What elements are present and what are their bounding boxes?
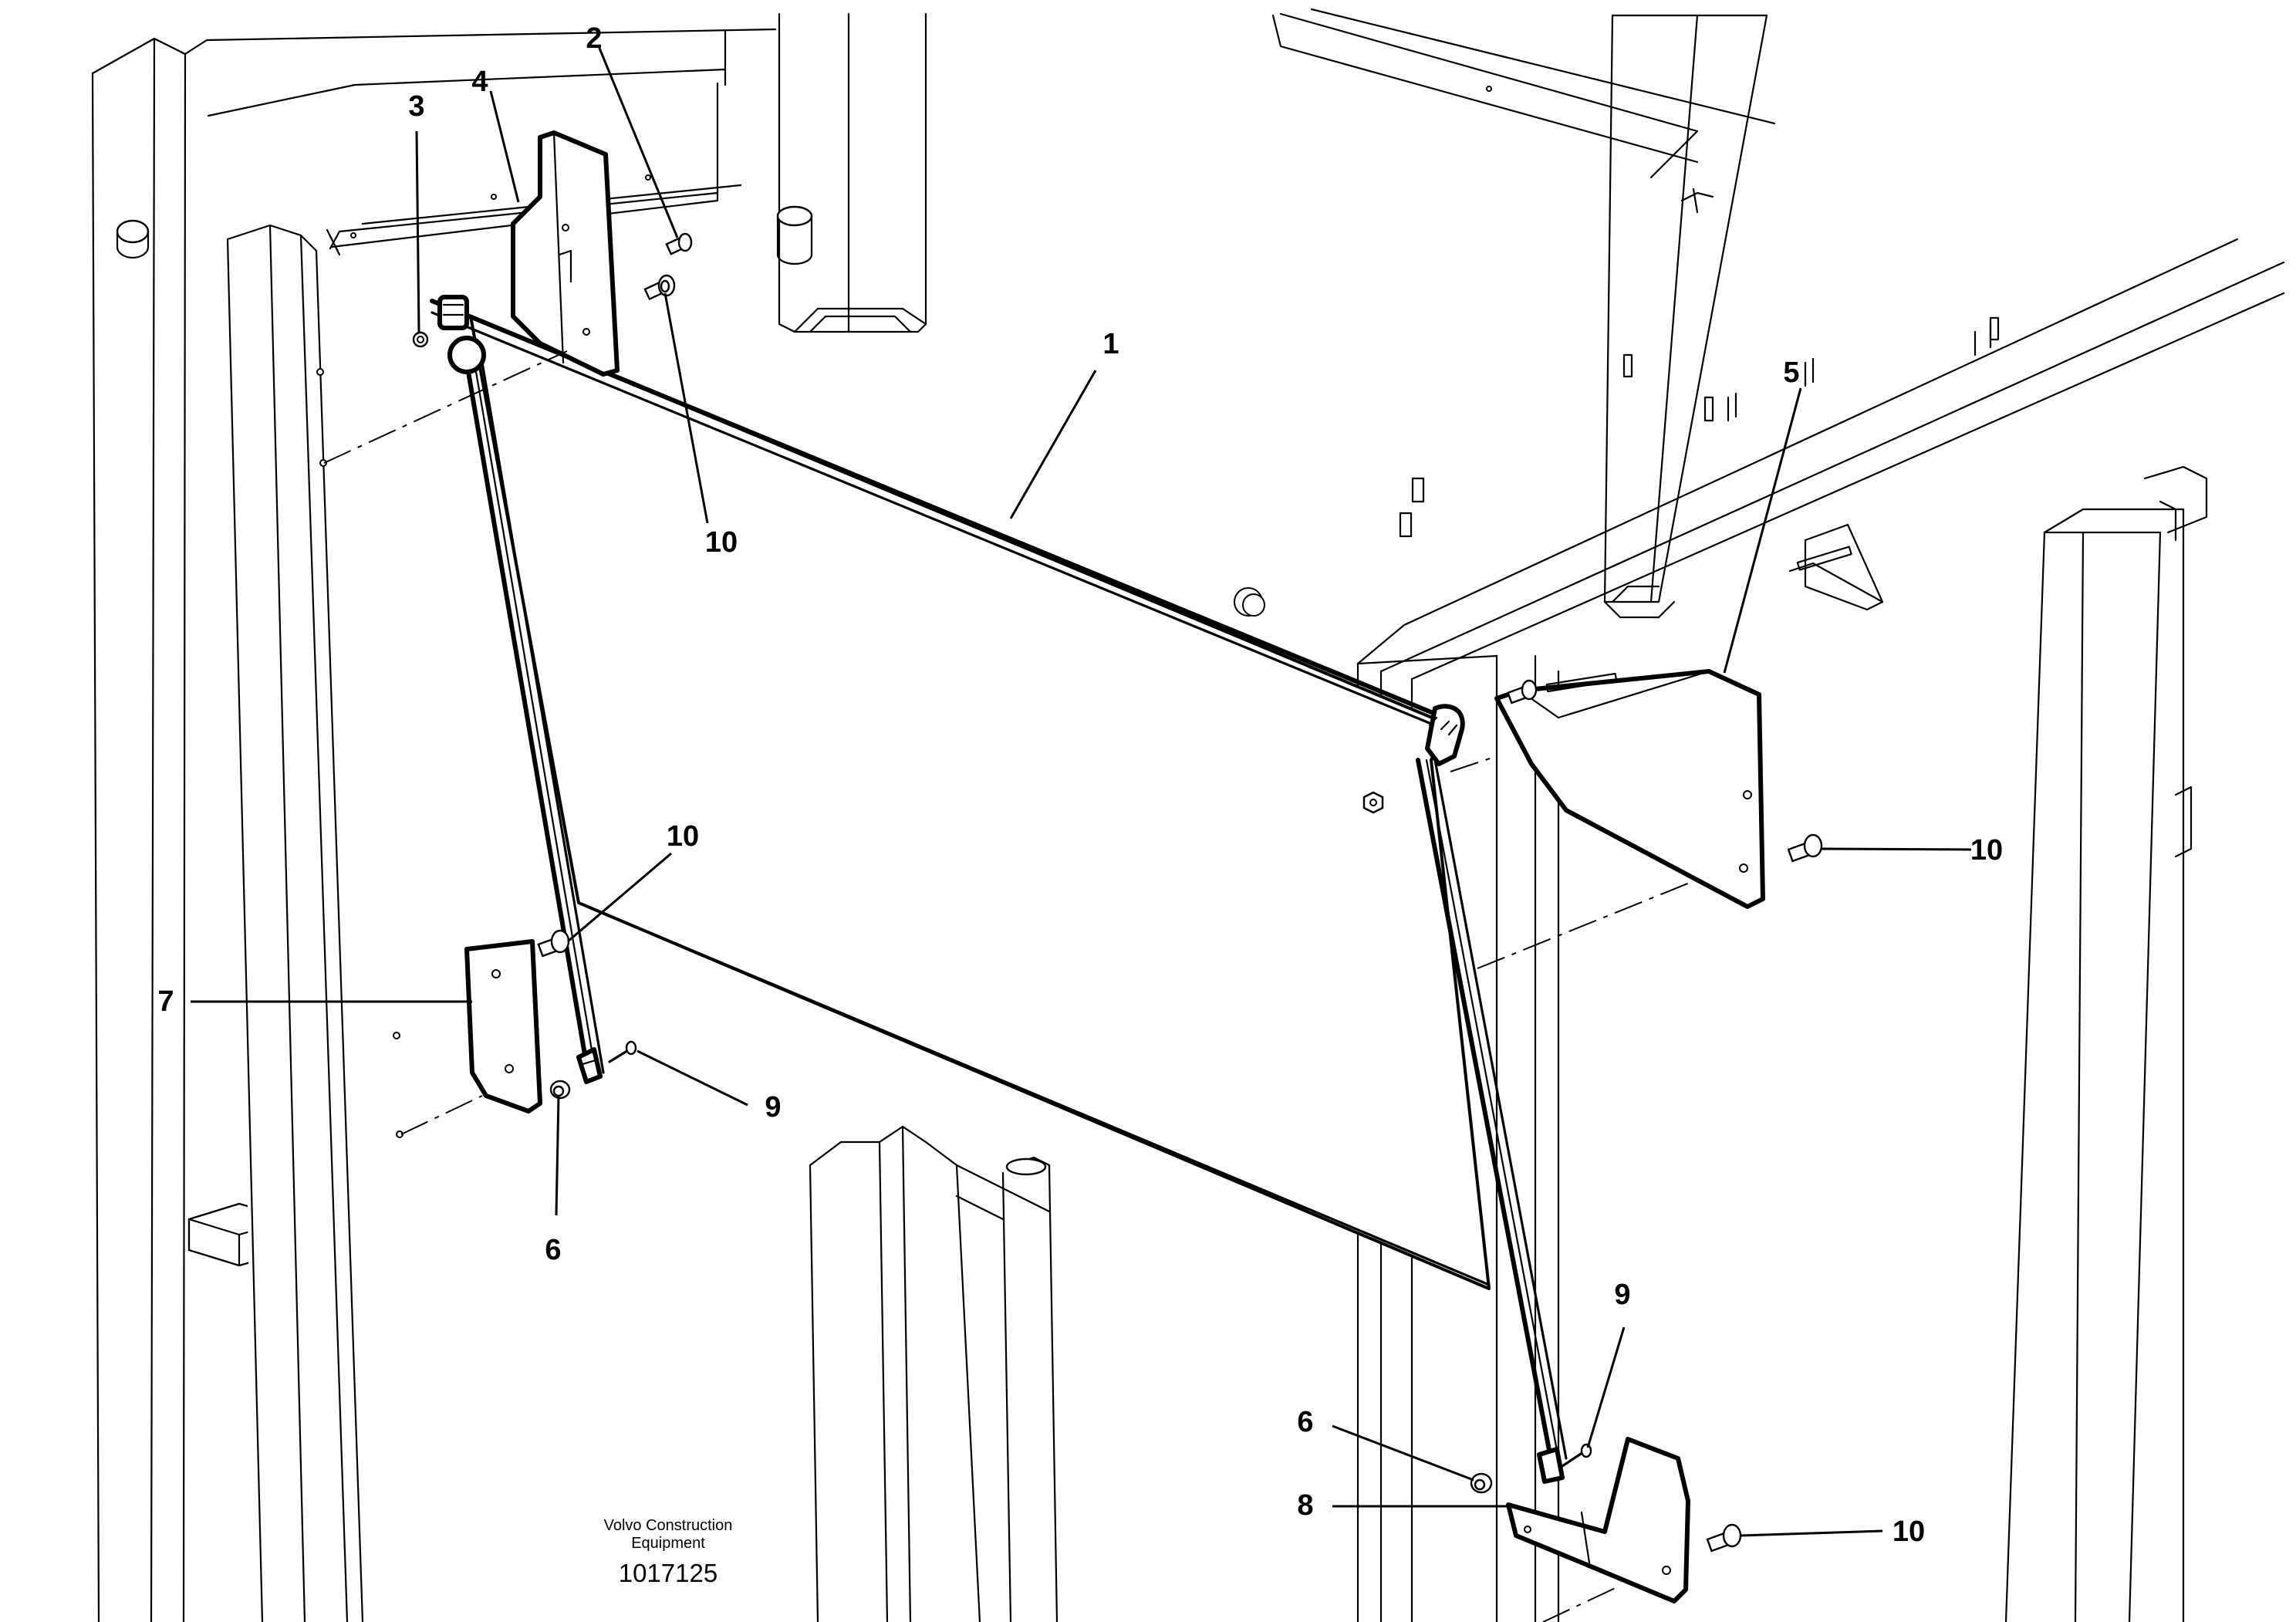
post-stud [116, 219, 150, 244]
callout-10-right: 10 [1970, 834, 2003, 867]
drawing-number: 1017125 [619, 1559, 718, 1587]
bolt-2 [665, 232, 693, 255]
nut-6-left [549, 1080, 571, 1100]
bolt-10-upper-right [1507, 679, 1538, 705]
callout-3: 3 [408, 90, 424, 123]
bracket-5 [1494, 523, 1884, 909]
pipe-end [1005, 1157, 1047, 1176]
center-lines [323, 350, 1698, 1622]
pillar-stud [776, 205, 813, 227]
callout-10-left: 10 [667, 820, 699, 853]
bracket-8 [1506, 1437, 1690, 1603]
callout-8: 8 [1297, 1489, 1313, 1522]
callout-labels: 1 2 3 4 10 5 10 10 7 9 6 9 6 8 10 [157, 22, 2003, 1548]
nut-6-right [1470, 1472, 1493, 1494]
top-left-fittings [412, 295, 486, 374]
screw-9-left [608, 1040, 637, 1063]
bolt-10-upper-left [643, 274, 676, 301]
drawing-caption: Volvo Construction Equipment 1017125 [604, 1517, 733, 1587]
bolt-10-left [537, 929, 570, 958]
roof-studs [1399, 316, 2000, 538]
callout-6-left: 6 [545, 1234, 561, 1266]
leader-lines [191, 46, 1972, 1537]
caption-company-line2: Equipment [631, 1535, 705, 1552]
bracket-4 [511, 130, 620, 377]
callout-1: 1 [1102, 328, 1119, 360]
callout-6-right: 6 [1297, 1406, 1313, 1438]
left-front-post [226, 224, 403, 1622]
nut-panel-right [1362, 791, 1384, 814]
callout-7: 7 [157, 985, 174, 1018]
callout-5: 5 [1783, 357, 1799, 389]
bracket-7 [464, 939, 603, 1113]
callout-10-upper-left: 10 [705, 526, 738, 559]
sun-screen-panel [430, 299, 1491, 1290]
callout-10-lower-right: 10 [1893, 1516, 1925, 1548]
bolt-10-right [1787, 833, 1823, 863]
callout-2: 2 [586, 22, 602, 55]
callout-4: 4 [471, 66, 488, 98]
bolt-10-lower-right [1706, 1523, 1742, 1553]
callout-9-left: 9 [765, 1091, 781, 1124]
callout-9-right: 9 [1614, 1279, 1630, 1311]
caption-company-line1: Volvo Construction [604, 1517, 733, 1534]
fasteners [537, 232, 1823, 1553]
guide-rail-left [464, 360, 605, 1075]
guide-rail-right [1416, 758, 1568, 1461]
